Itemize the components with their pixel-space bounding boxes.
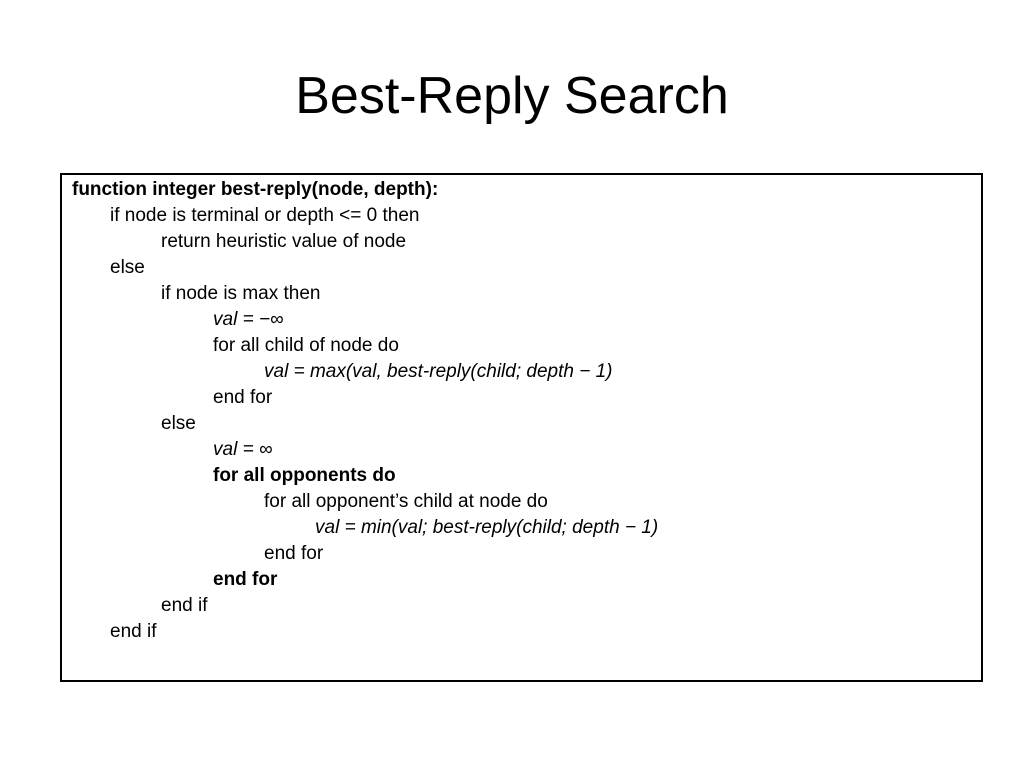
pseudocode-box: function integer best-reply(node, depth)… [60, 173, 983, 682]
code-line: end if [110, 621, 157, 642]
code-line: if node is max then [161, 283, 321, 304]
code-line: else [161, 413, 196, 434]
code-line: if node is terminal or depth <= 0 then [110, 205, 420, 226]
code-line: for all child of node do [213, 335, 399, 356]
code-line: else [110, 257, 145, 278]
slide-title: Best-Reply Search [295, 67, 729, 125]
code-line: end for [264, 543, 324, 564]
code-line: end for [213, 387, 273, 408]
code-line: end if [161, 595, 208, 616]
code-line: for all opponent’s child at node do [264, 491, 548, 512]
code-line: val = −∞ [213, 309, 284, 330]
code-line: function integer best-reply(node, depth)… [72, 179, 439, 200]
code-line: end for [213, 569, 278, 590]
pseudocode-lines: function integer best-reply(node, depth)… [72, 177, 658, 645]
code-line: for all opponents do [213, 465, 396, 486]
code-line: val = ∞ [213, 439, 273, 460]
code-line: val = max(val, best-reply(child; depth −… [264, 361, 613, 382]
code-line: return heuristic value of node [161, 231, 407, 252]
code-line: val = min(val; best-reply(child; depth −… [315, 517, 659, 538]
